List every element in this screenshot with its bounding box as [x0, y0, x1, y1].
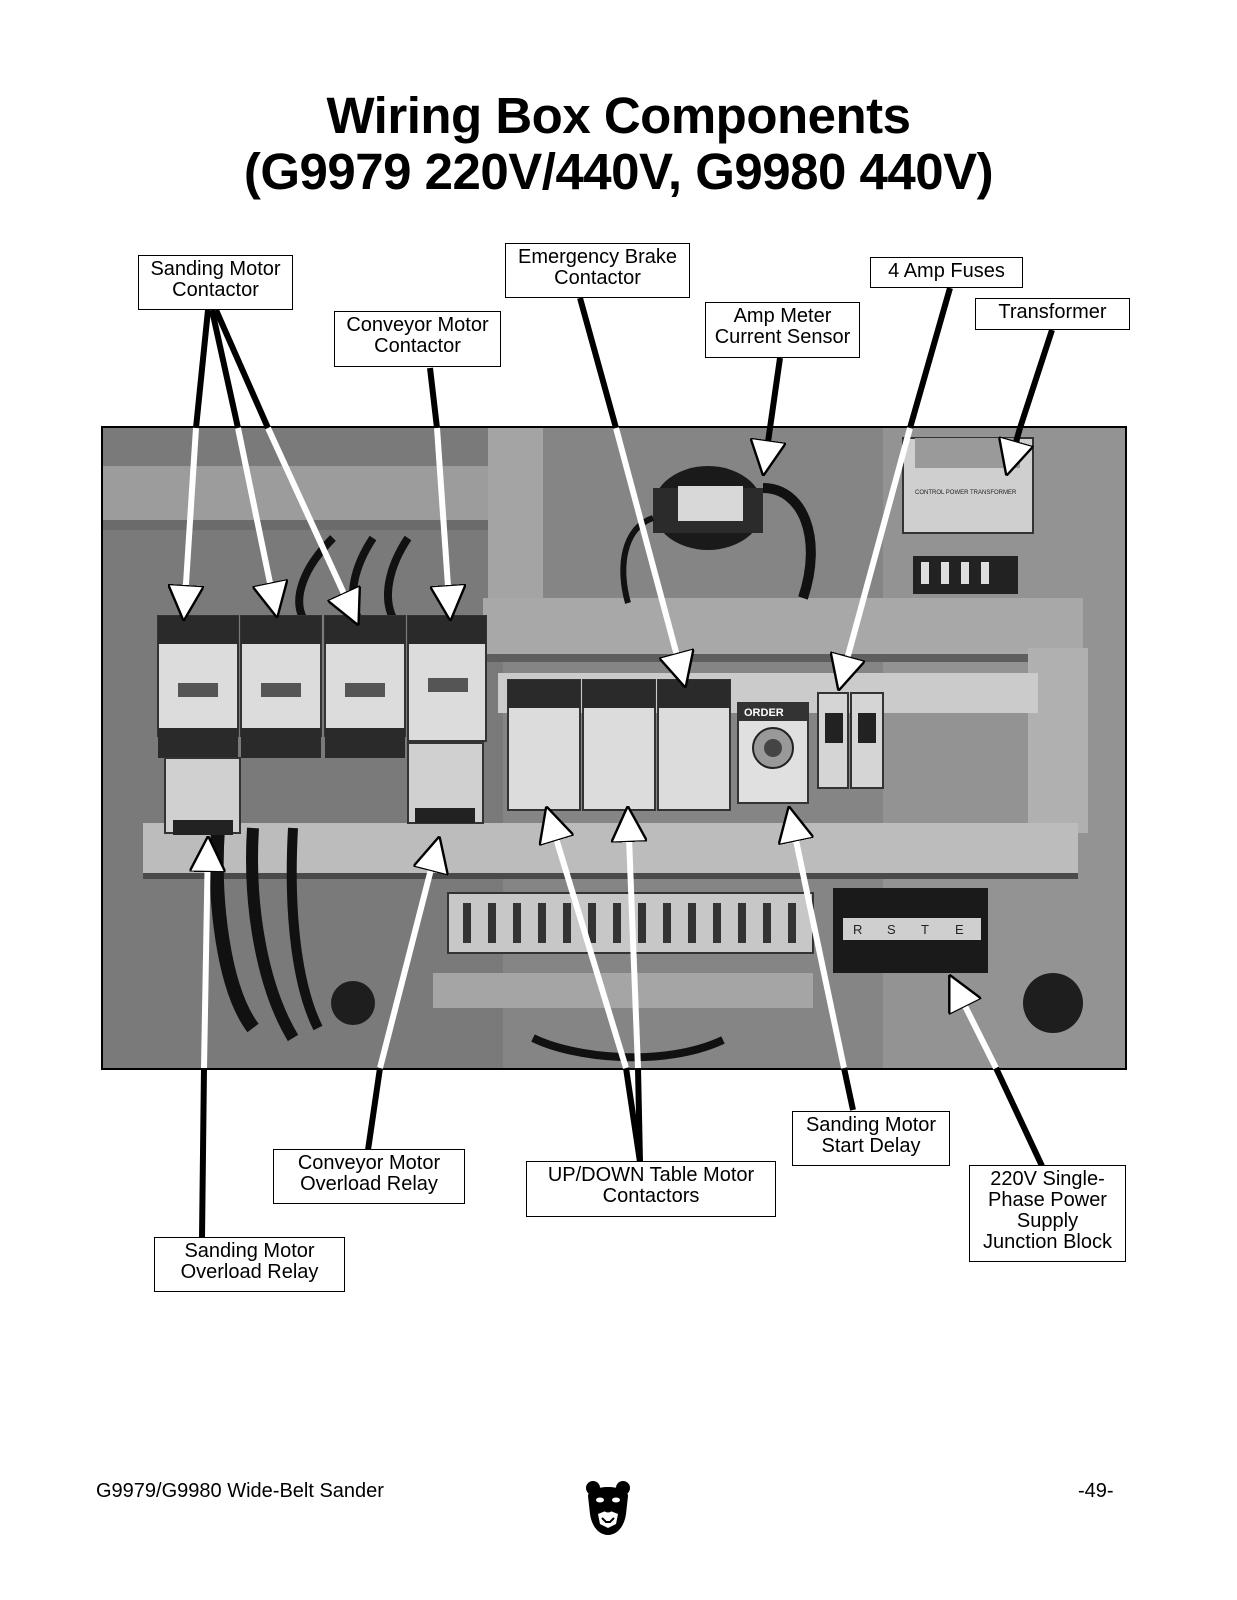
label-up-down-table-motor-contactors: UP/DOWN Table Motor Contactors	[526, 1161, 776, 1217]
label-amp-meter-current-sensor: Amp Meter Current Sensor	[705, 302, 860, 358]
footer-manual-title: G9979/G9980 Wide-Belt Sander	[96, 1480, 384, 1502]
label-power-supply-junction-block: 220V Single- Phase Power Supply Junction…	[969, 1165, 1126, 1262]
arrow-sanding-contactor-1	[193, 309, 211, 429]
arrow-sanding-contactor-3	[213, 308, 271, 430]
label-sanding-motor-contactor: Sanding Motor Contactor	[138, 255, 293, 310]
label-sanding-motor-start-delay: Sanding Motor Start Delay	[792, 1111, 950, 1166]
wiring-box-photo: CONTROL POWER TRANSFORMER ORDER	[101, 426, 1127, 1070]
transformer-plate-text: CONTROL POWER TRANSFORMER	[915, 490, 1017, 496]
page-title-line-2: (G9979 220V/440V, G9980 440V)	[243, 143, 994, 200]
label-4-amp-fuses: 4 Amp Fuses	[870, 257, 1023, 288]
bear-head-icon	[586, 1481, 630, 1535]
terminal-t: T	[921, 922, 929, 937]
terminal-e: E	[955, 922, 964, 937]
page-title: Wiring Box Components (G9979 220V/440V, …	[0, 88, 1237, 200]
label-transformer: Transformer	[975, 298, 1130, 330]
label-sanding-motor-overload-relay: Sanding Motor Overload Relay	[154, 1237, 345, 1292]
page-title-line-1: Wiring Box Components	[326, 87, 911, 144]
label-conveyor-motor-overload-relay: Conveyor Motor Overload Relay	[273, 1149, 465, 1204]
footer-page-number: -49-	[1078, 1480, 1114, 1502]
terminal-r: R	[853, 922, 862, 937]
timer-brand-text: ORDER	[744, 707, 784, 719]
label-conveyor-motor-contactor: Conveyor Motor Contactor	[334, 311, 501, 367]
label-emergency-brake-contactor: Emergency Brake Contactor	[505, 243, 690, 298]
terminal-s: S	[887, 922, 896, 937]
arrow-sanding-contactor-2	[209, 309, 241, 429]
